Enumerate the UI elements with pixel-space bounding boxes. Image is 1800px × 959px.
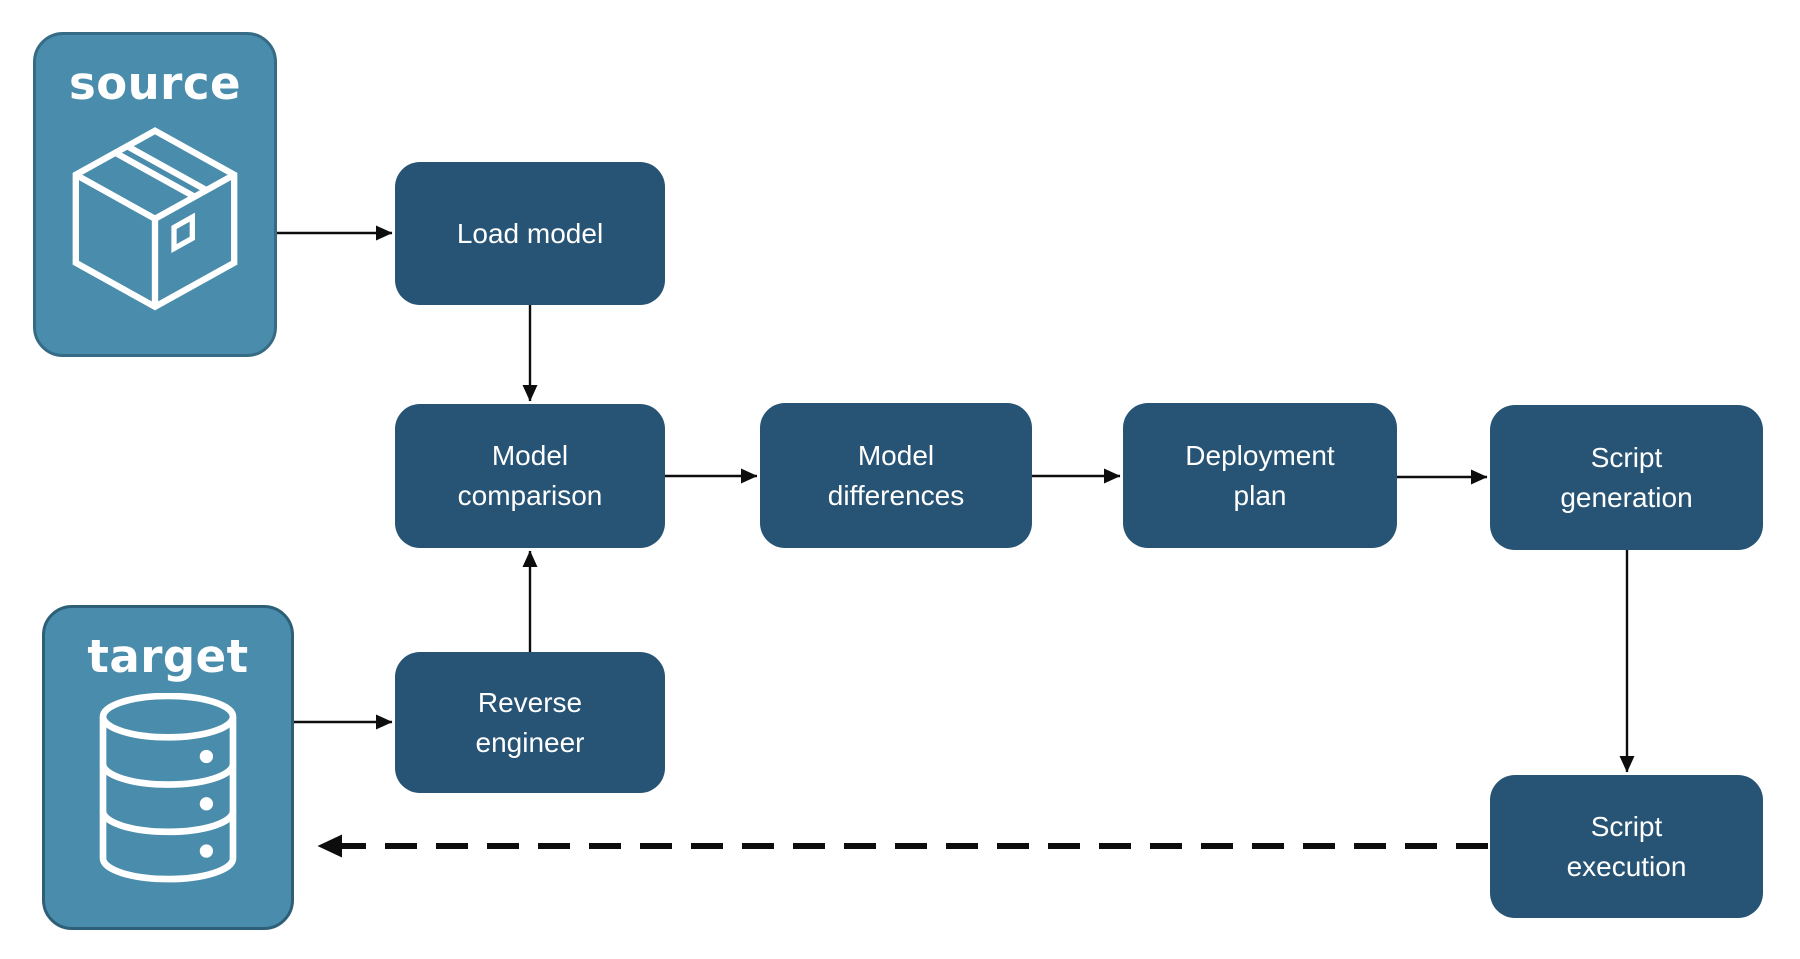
node-model-comparison-label: Model comparison xyxy=(457,440,603,511)
node-script-generation-label: Script generation xyxy=(1560,441,1693,513)
node-deployment-plan: Deployment plan xyxy=(1123,403,1397,548)
node-model-differences-label: Model differences xyxy=(827,439,965,511)
source-label: source xyxy=(68,57,242,110)
target-label: target xyxy=(87,630,249,683)
node-script-generation: Script generation xyxy=(1490,405,1763,550)
node-model-differences: Model differences xyxy=(760,403,1032,548)
node-script-execution: Script execution xyxy=(1490,775,1763,918)
node-reverse-engineer-label: Reverse engineer xyxy=(475,686,585,758)
node-model-comparison: Model comparison xyxy=(395,404,665,548)
database-icon xyxy=(99,693,237,883)
node-script-execution-label: Script execution xyxy=(1566,810,1687,882)
node-reverse-engineer: Reverse engineer xyxy=(395,652,665,793)
node-load-model: Load model xyxy=(395,162,665,305)
node-load-model-label: Load model xyxy=(456,217,604,249)
source-container: source xyxy=(33,32,277,357)
node-deployment-plan-label: Deployment plan xyxy=(1185,439,1335,511)
target-container: target xyxy=(42,605,294,930)
package-box-icon xyxy=(72,127,238,311)
